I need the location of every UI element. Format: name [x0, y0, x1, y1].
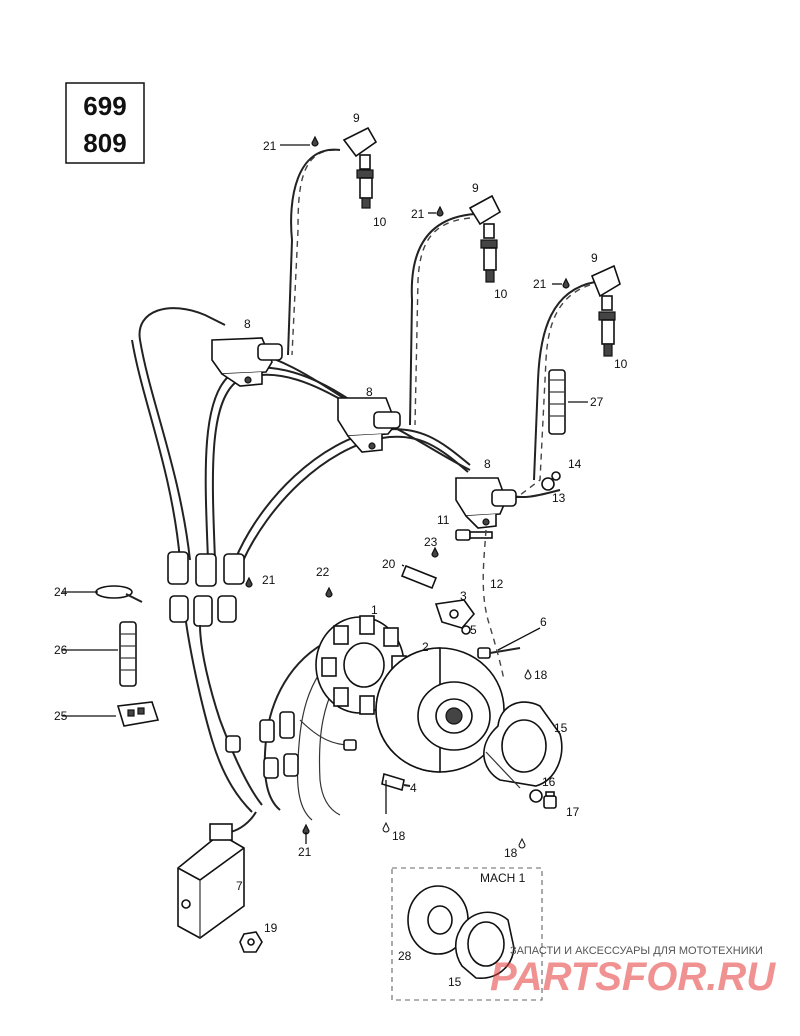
callout-4: 4: [410, 781, 417, 795]
model-number-809: 809: [83, 128, 126, 158]
harness-connectors: [167, 551, 245, 627]
sleeve-27: [548, 369, 566, 435]
callout-16: 16: [542, 775, 556, 789]
callout-22: 22: [316, 565, 330, 579]
callout-14: 14: [568, 457, 582, 471]
screw-4: [381, 772, 411, 792]
harness-loop-left: [138, 307, 226, 561]
watermark-logo: PARTSFOR.RU: [490, 955, 776, 999]
callout-8-b: 8: [366, 385, 373, 399]
callout-18-a: 18: [534, 668, 548, 682]
callout-26: 26: [54, 643, 68, 657]
callout-18-b: 18: [392, 829, 406, 843]
harness-loop-mid-b: [211, 373, 353, 561]
callout-21-d: 21: [262, 573, 276, 587]
callout-15-b: 15: [448, 975, 462, 989]
model-number-699: 699: [83, 91, 126, 121]
callout-17: 17: [566, 805, 580, 819]
callout-24: 24: [54, 585, 68, 599]
nut-19: [239, 931, 263, 953]
flywheel-2: [375, 647, 505, 773]
callout-9-b: 9: [472, 181, 479, 195]
washer-16: [529, 789, 543, 803]
callout-10-a: 10: [373, 215, 387, 229]
callout-11: 11: [437, 513, 450, 527]
screw-17: [543, 791, 557, 809]
ht-lead-3: [519, 284, 591, 496]
callout-21-a: 21: [263, 139, 277, 153]
callout-8-c: 8: [484, 457, 491, 471]
ground-lead-12: [482, 529, 505, 681]
screw-11: [455, 529, 493, 541]
callout-9-c: 9: [591, 251, 598, 265]
callout-28: 28: [398, 949, 412, 963]
lead-outer-1: [287, 148, 341, 356]
harness-loop-left-b: [131, 339, 181, 561]
starting-pulley-15: [483, 701, 563, 789]
callout-18-c: 18: [504, 846, 518, 860]
grease-drop-markers: [245, 135, 570, 849]
spark-plug-cap-c: [590, 264, 621, 357]
callout-21-c: 21: [533, 277, 547, 291]
callout-8-a: 8: [244, 317, 251, 331]
watermark-text: ЗАПАСТИ И АКСЕССУАРЫ ДЛЯ МОТОТЕХНИКИ: [510, 945, 763, 957]
callout-leaders: [62, 144, 588, 844]
cdi-module-7: [177, 811, 257, 939]
sleeve-26: [119, 621, 137, 687]
ht-lead-1: [291, 149, 336, 356]
stator-wire-4: [299, 719, 351, 746]
screw-6: [477, 647, 521, 659]
callout-20: 20: [382, 557, 396, 571]
connector-25: [116, 701, 160, 727]
bracket-3: [434, 599, 476, 629]
mach1-inset: MACH 1: [391, 867, 543, 1001]
callout-1: 1: [371, 603, 378, 617]
harness-trunk: [199, 624, 263, 806]
callout-23: 23: [424, 535, 438, 549]
callout-10-b: 10: [494, 287, 508, 301]
ignition-coil-a: [211, 337, 283, 387]
washer-5: [461, 625, 471, 635]
callout-2: 2: [422, 640, 429, 654]
model-number-box: 699 809: [65, 82, 145, 164]
spark-plug-cap-a: [342, 126, 378, 209]
callout-25: 25: [54, 709, 68, 723]
nut-13-14: [541, 471, 561, 491]
inset-title: MACH 1: [480, 871, 526, 885]
watermark: ЗАПАСТИ И АКСЕССУАРЫ ДЛЯ МОТОТЕХНИКИ PAR…: [490, 945, 776, 999]
callout-3: 3: [460, 589, 467, 603]
lead-outer-3: [533, 281, 596, 481]
callout-27: 27: [590, 395, 604, 409]
callout-21-e: 21: [298, 845, 312, 859]
sleeve-20: [400, 564, 438, 590]
cable-tie-24: [95, 585, 143, 603]
callout-7: 7: [236, 879, 243, 893]
ht-lead-2: [414, 217, 471, 426]
callout-21-b: 21: [411, 207, 425, 221]
spark-plug-cap-b: [468, 194, 502, 283]
harness-loop-mid: [204, 366, 351, 561]
callout-10-c: 10: [614, 357, 628, 371]
harness-trunk-b: [185, 621, 253, 813]
callout-15: 15: [554, 721, 568, 735]
callout-19: 19: [264, 921, 278, 935]
ignition-coil-c: [455, 477, 517, 529]
ignition-coil-b: [337, 397, 401, 453]
callout-5: 5: [470, 623, 477, 637]
callout-13: 13: [552, 491, 566, 505]
callout-12: 12: [490, 577, 504, 591]
callout-6: 6: [540, 615, 547, 629]
stator-connectors: [225, 711, 357, 779]
callout-9-a: 9: [353, 111, 360, 125]
lead-outer-2: [409, 213, 476, 426]
callout-labels: 9 21 10 9 21 10 9 21 10 8 8 8 27 14 13 1…: [54, 111, 628, 989]
